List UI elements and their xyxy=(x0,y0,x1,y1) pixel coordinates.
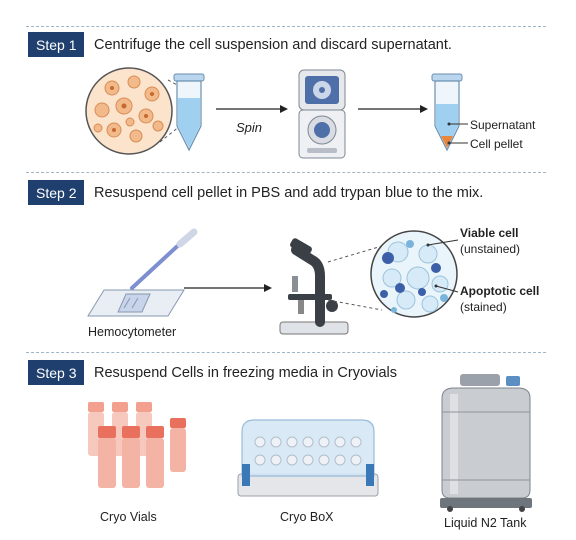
step3-instruction: Resuspend Cells in freezing media in Cry… xyxy=(94,365,398,381)
stained-cells-magnified xyxy=(370,230,458,318)
step2-instruction: Resuspend cell pellet in PBS and add try… xyxy=(94,185,484,201)
hemocytometer-label: Hemocytometer xyxy=(88,325,177,339)
step1-badge: Step 1 xyxy=(28,32,85,57)
cell-suspension-magnified xyxy=(85,67,173,155)
spin-label: Spin xyxy=(236,120,263,135)
arrow-to-tube xyxy=(358,105,428,113)
divider-top xyxy=(26,26,546,27)
cryo-vials-icon xyxy=(88,402,186,488)
hemocytometer-icon xyxy=(87,289,185,317)
divider-step3 xyxy=(26,352,546,353)
liquid-n2-tank-icon xyxy=(440,374,532,512)
divider-step2 xyxy=(26,172,546,173)
centrifuge-icon xyxy=(298,69,346,159)
cryo-vials-label: Cryo Vials xyxy=(100,510,157,524)
viable-cell-title: Viable cell xyxy=(460,226,519,240)
cell-pellet-label: Cell pellet xyxy=(470,137,523,151)
liquid-n2-tank-label: Liquid N2 Tank xyxy=(444,516,527,530)
step3-badge: Step 3 xyxy=(28,360,85,385)
cryo-box-icon xyxy=(237,419,379,497)
centrifuged-tube-icon xyxy=(431,73,463,152)
supernatant-label: Supernatant xyxy=(470,118,536,132)
viable-cell-sub: (unstained) xyxy=(460,242,521,256)
arrow-to-microscope xyxy=(184,284,272,292)
step1-instruction: Centrifuge the cell suspension and disca… xyxy=(94,37,452,53)
step2-badge: Step 2 xyxy=(28,180,85,205)
arrow-to-centrifuge xyxy=(216,105,288,113)
cryo-box-label: Cryo BoX xyxy=(280,510,334,524)
pipette-icon xyxy=(130,228,198,290)
falcon-tube-icon xyxy=(173,73,205,152)
apoptotic-cell-sub: (stained) xyxy=(460,300,507,314)
microscope-icon xyxy=(279,238,349,335)
apoptotic-cell-title: Apoptotic cell xyxy=(460,284,540,298)
